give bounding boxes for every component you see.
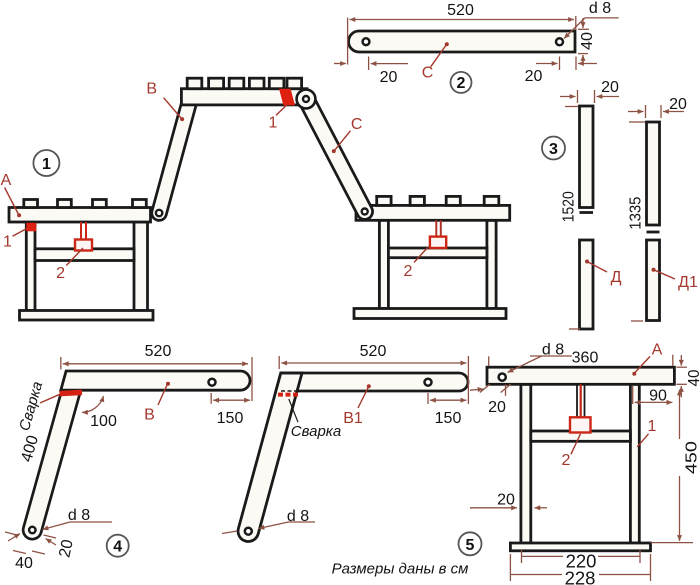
svg-text:d 8: d 8 — [589, 0, 611, 17]
svg-text:520: 520 — [360, 343, 387, 360]
svg-text:20: 20 — [497, 492, 515, 509]
svg-text:d 8: d 8 — [287, 508, 309, 525]
svg-text:d 8: d 8 — [68, 507, 90, 524]
svg-text:520: 520 — [145, 343, 172, 360]
svg-text:220: 220 — [566, 551, 597, 572]
svg-text:1: 1 — [269, 115, 278, 132]
svg-text:1: 1 — [42, 156, 51, 173]
svg-text:450: 450 — [684, 441, 700, 474]
svg-text:2: 2 — [562, 452, 571, 469]
svg-text:B: B — [144, 407, 155, 424]
svg-text:5: 5 — [466, 537, 475, 554]
svg-text:228: 228 — [565, 568, 596, 585]
svg-text:A: A — [652, 342, 663, 359]
svg-text:40: 40 — [686, 369, 700, 386]
svg-text:20: 20 — [669, 96, 687, 113]
svg-text:400: 400 — [18, 433, 42, 463]
svg-text:40: 40 — [15, 555, 33, 572]
svg-text:150: 150 — [217, 410, 244, 427]
svg-text:B: B — [146, 81, 157, 98]
svg-text:20: 20 — [525, 68, 543, 85]
svg-text:C: C — [351, 116, 363, 133]
svg-text:C: C — [422, 65, 434, 82]
svg-text:3: 3 — [549, 141, 558, 158]
svg-text:2: 2 — [404, 263, 413, 280]
svg-text:Д1: Д1 — [678, 274, 698, 291]
svg-text:1520: 1520 — [561, 191, 578, 222]
svg-text:Д: Д — [611, 269, 622, 286]
svg-text:Сварка: Сварка — [291, 423, 341, 440]
svg-text:520: 520 — [447, 2, 474, 19]
svg-text:2: 2 — [457, 75, 466, 92]
svg-text:100: 100 — [90, 413, 117, 430]
svg-text:20: 20 — [488, 399, 506, 416]
svg-text:90: 90 — [649, 388, 667, 405]
svg-text:4: 4 — [113, 539, 122, 556]
svg-text:A: A — [1, 172, 12, 189]
svg-text:150: 150 — [435, 410, 462, 427]
svg-text:1: 1 — [648, 418, 657, 435]
svg-text:Сварка: Сварка — [16, 380, 46, 433]
svg-text:20: 20 — [380, 69, 398, 86]
svg-text:360: 360 — [572, 350, 599, 367]
svg-text:20: 20 — [601, 79, 619, 96]
svg-text:2: 2 — [56, 265, 65, 282]
svg-text:1: 1 — [3, 234, 12, 251]
svg-text:1335: 1335 — [628, 197, 645, 230]
svg-text:d 8: d 8 — [542, 342, 564, 359]
svg-text:B1: B1 — [343, 410, 363, 427]
svg-text:20: 20 — [56, 538, 76, 559]
svg-text:Размеры даны в см: Размеры даны в см — [332, 561, 469, 578]
svg-text:40: 40 — [579, 32, 596, 50]
